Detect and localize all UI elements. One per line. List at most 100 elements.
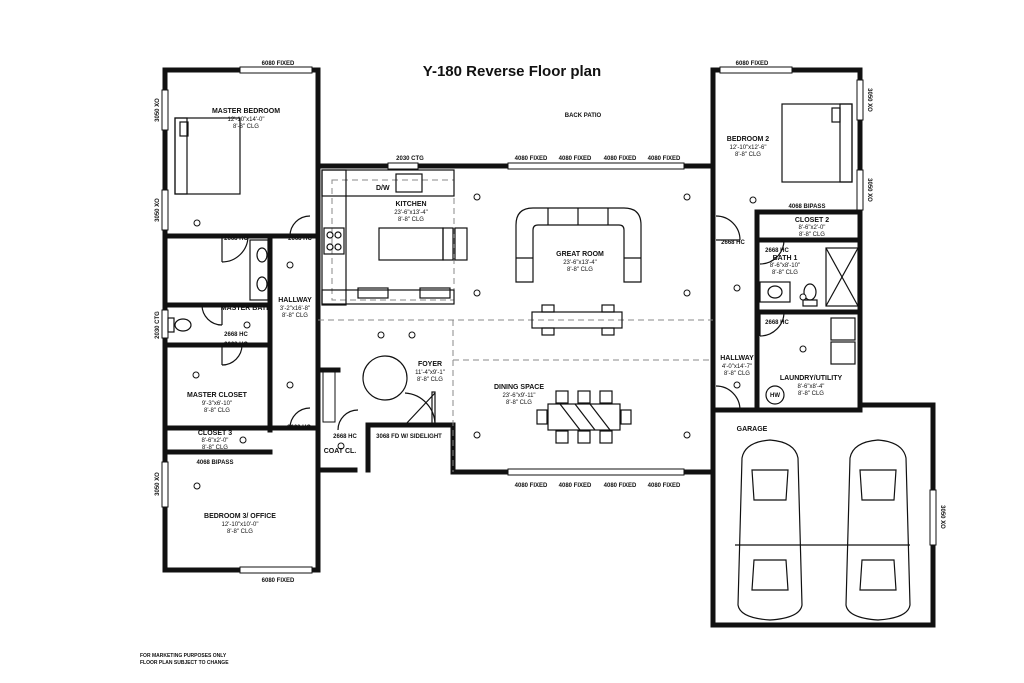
window-label: 6080 FIXED <box>736 61 769 67</box>
door-label: 2668 HC <box>287 425 311 431</box>
exterior-walls <box>162 67 936 628</box>
room-size: 23'-6"x13'-4" <box>394 210 428 216</box>
window-label: 4080 FIXED <box>648 156 681 162</box>
room-name: MASTER BATH <box>221 305 271 312</box>
room-labels: MASTER BEDROOM 12'-10"x14'-0" 8'-8" CLG … <box>187 108 842 535</box>
change-note: FLOOR PLAN SUBJECT TO CHANGE <box>140 660 229 666</box>
windows <box>161 66 937 574</box>
room-ceiling: 8'-8" CLG <box>735 152 761 158</box>
window-label: 4080 FIXED <box>604 483 637 489</box>
room-name: HALLWAY <box>720 355 754 362</box>
window-label: 4080 FIXED <box>559 156 592 162</box>
door-label: 3068 FD W/ SIDELIGHT <box>376 434 442 440</box>
window-label: 3050 XO <box>939 505 945 529</box>
window-label: 3050 XO <box>866 88 872 112</box>
room-name: GARAGE <box>737 426 768 433</box>
room-ceiling: 8'-8" CLG <box>227 529 253 535</box>
room-name: CLOSET 3 <box>198 430 232 437</box>
room-ceiling: 8'-8" CLG <box>233 124 259 130</box>
door-label: 2668 HC <box>288 236 312 242</box>
open-plan-lines <box>318 179 713 472</box>
room-size: 11'-4"x9'-1" <box>415 370 445 376</box>
opening-labels: 6080 FIXED 6080 FIXED 6080 FIXED 2030 CT… <box>155 61 945 584</box>
window-label: 6080 FIXED <box>262 61 295 67</box>
room-name: COAT CL. <box>324 448 357 455</box>
window-label: 2030 CTG <box>155 311 161 339</box>
room-name: LAUNDRY/UTILITY <box>780 375 843 382</box>
room-name: BEDROOM 3/ OFFICE <box>204 513 276 520</box>
room-name: CLOSET 2 <box>795 217 829 224</box>
room-ceiling: 8'-8" CLG <box>398 217 424 223</box>
room-size: 4'-0"x14'-7" <box>722 364 752 370</box>
room-size: 12'-10"x14'-0" <box>228 117 265 123</box>
window-label: 4080 FIXED <box>515 483 548 489</box>
room-size: 23'-6"x9'-11" <box>502 393 535 399</box>
room-size: 8'-6"x8'-4" <box>798 384 825 390</box>
door-label: 2668 HC <box>224 342 248 348</box>
room-name: MASTER BEDROOM <box>212 108 280 115</box>
back-patio-label: BACK PATIO <box>565 113 602 119</box>
room-size: 9'-3"x6'-10" <box>202 401 232 407</box>
room-ceiling: 8'-8" CLG <box>724 371 750 377</box>
master-bed <box>174 117 241 195</box>
door-label: 2668 HC <box>765 248 789 254</box>
garage-cars <box>735 439 911 621</box>
room-size: 12'-10"x10'-0" <box>222 522 259 528</box>
room-name: KITCHEN <box>395 201 426 208</box>
room-ceiling: 8'-8" CLG <box>799 232 825 238</box>
interior-walls <box>162 163 863 475</box>
room-ceiling: 8'-8" CLG <box>282 313 308 319</box>
room-name: BEDROOM 2 <box>727 136 770 143</box>
room-ceiling: 8'-8" CLG <box>567 267 593 273</box>
room-size: 8'-6"x2'-0" <box>799 225 826 231</box>
room-size: 8'-6"x2'-0" <box>202 438 229 444</box>
window-label: 4080 FIXED <box>604 156 637 162</box>
room-name: DINING SPACE <box>494 384 544 391</box>
kitchen-fixtures: D/W <box>321 169 468 306</box>
door-label: 2668 HC <box>765 320 789 326</box>
door-label: 2668 HC <box>725 408 749 414</box>
plan-title: Y-180 Reverse Floor plan <box>423 63 601 80</box>
door-label: 2668 HC <box>333 434 357 440</box>
room-ceiling: 8'-8" CLG <box>417 377 443 383</box>
door-label: 2668 HC <box>224 332 248 338</box>
room-size: 12'-10"x12'-6" <box>730 145 767 151</box>
door-label: 4068 BIPASS <box>789 204 826 210</box>
room-name: MASTER CLOSET <box>187 392 248 399</box>
sofa <box>515 207 642 336</box>
window-label: 3050 XO <box>155 98 161 122</box>
door-label: 2668 HC <box>721 240 745 246</box>
dining-table <box>536 390 632 444</box>
master-bath-fixtures <box>167 239 269 333</box>
window-label: 4080 FIXED <box>559 483 592 489</box>
room-size: 8'-6"x8'-10" <box>770 263 800 269</box>
marketing-note: FOR MARKETING PURPOSES ONLY <box>140 653 227 659</box>
laundry-fixtures <box>765 317 856 405</box>
room-name: FOYER <box>418 361 442 368</box>
room-ceiling: 8'-8" CLG <box>798 391 824 397</box>
room-size: 3'-2"x16'-8" <box>280 306 310 312</box>
room-ceiling: 8'-8" CLG <box>772 270 798 276</box>
room-name: GREAT ROOM <box>556 251 604 258</box>
room-name: BATH 1 <box>773 255 798 262</box>
window-label: 4080 FIXED <box>515 156 548 162</box>
ceiling-lights <box>192 193 807 490</box>
room-ceiling: 8'-8" CLG <box>202 445 228 451</box>
window-label: 3050 XO <box>155 198 161 222</box>
door-swings <box>201 215 785 431</box>
room-ceiling: 8'-8" CLG <box>204 408 230 414</box>
room-size: 23'-6"x13'-4" <box>563 260 597 266</box>
dishwasher-label: D/W <box>376 185 390 192</box>
door-label: 4068 BIPASS <box>197 460 234 466</box>
window-label: 4080 FIXED <box>648 483 681 489</box>
window-label: 6080 FIXED <box>262 578 295 584</box>
room-ceiling: 8'-8" CLG <box>506 400 532 406</box>
room-name: HALLWAY <box>278 297 312 304</box>
water-heater-label: HW <box>770 393 780 399</box>
foyer-rug <box>362 355 408 401</box>
window-label: 2030 CTG <box>396 156 424 162</box>
bath1-fixtures <box>759 247 859 307</box>
bedroom2-bed <box>781 103 853 183</box>
door-label: 2668 HC <box>224 236 248 242</box>
